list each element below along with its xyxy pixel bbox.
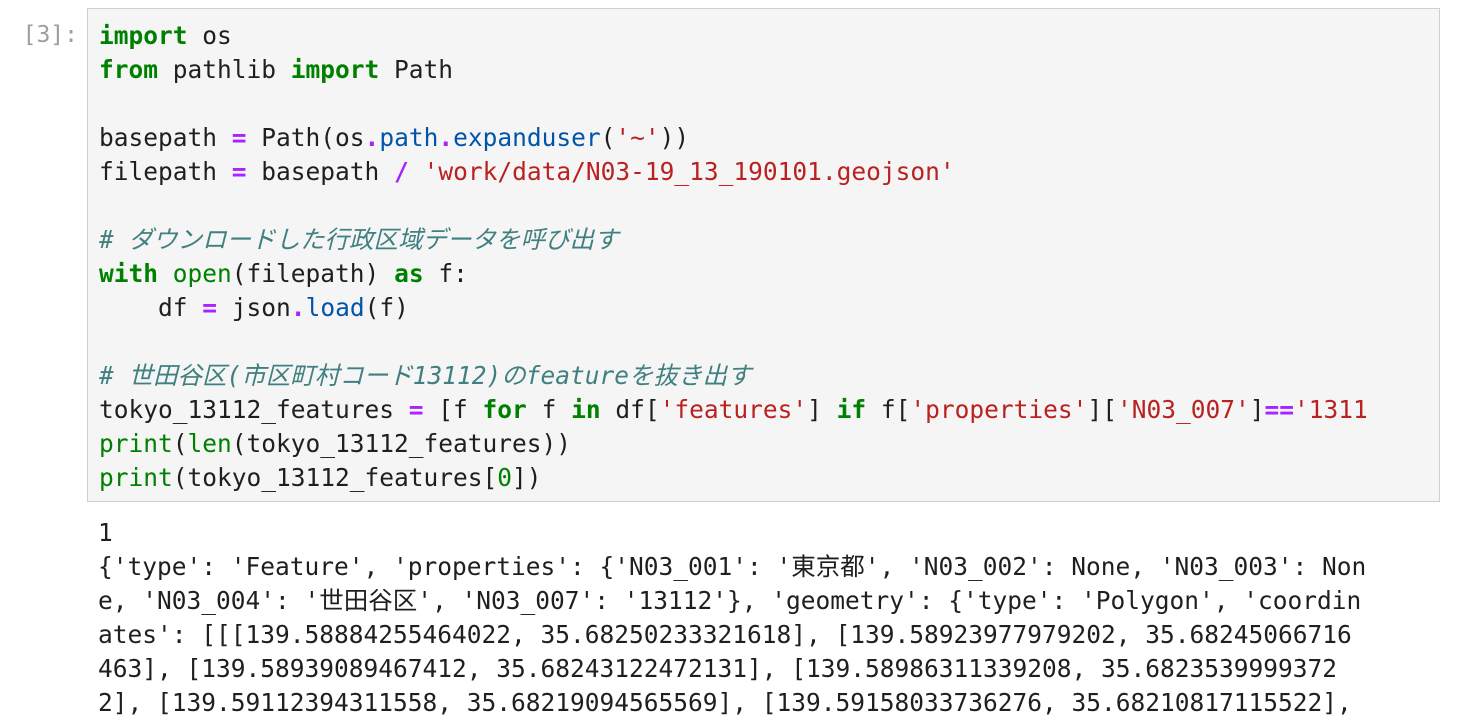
code-token: Path [379, 55, 454, 84]
code-token: ] [807, 395, 837, 424]
output-line: ates': [[[139.58884255464022, 35.6825023… [98, 620, 1352, 649]
code-token: # 世田谷区(市区町村コード13112)のfeatureを抜き出す [99, 361, 752, 390]
cell-prompt: [3]: [22, 22, 78, 48]
code-token: 'N03_007' [1116, 395, 1250, 424]
code-token: tokyo_13112_features [99, 395, 409, 424]
code-token: import [290, 55, 380, 84]
code-token: / [394, 157, 409, 186]
code-token: = [231, 157, 247, 186]
code-line: # ダウンロードした行政区域データを呼び出す [99, 223, 1368, 257]
code-token: . [290, 293, 306, 322]
code-token: Path(os [246, 123, 365, 152]
code-token: (f) [364, 293, 409, 322]
code-token: json [217, 293, 291, 322]
code-line: filepath = basepath / 'work/data/N03-19_… [99, 155, 1368, 189]
code-token: 'properties' [910, 395, 1088, 424]
code-token: 'work/data/N03-19_13_190101.geojson' [423, 157, 955, 186]
code-token: load [305, 293, 365, 322]
code-line [99, 189, 1368, 223]
code-token: = [231, 123, 247, 152]
code-token: basepath [99, 123, 232, 152]
code-token: basepath [246, 157, 395, 186]
code-token: ] [1249, 395, 1265, 424]
code-token [158, 259, 173, 288]
code-token: as [394, 259, 424, 288]
code-line: df = json.load(f) [99, 291, 1368, 325]
code-token: # ダウンロードした行政区域データを呼び出す [99, 225, 619, 254]
code-token: (tokyo_13112_features[ [172, 463, 498, 492]
code-token: df [99, 293, 203, 322]
code-token: df[ [600, 395, 660, 424]
code-line: # 世田谷区(市区町村コード13112)のfeatureを抜き出す [99, 359, 1368, 393]
code-token: (filepath) [231, 259, 395, 288]
code-line: tokyo_13112_features = [f for f in df['f… [99, 393, 1368, 427]
code-token: 'features' [659, 395, 808, 424]
code-token: expanduser [453, 123, 601, 152]
code-token: (tokyo_13112_features)) [231, 429, 572, 458]
code-token [409, 157, 424, 186]
code-token: ( [172, 429, 188, 458]
code-token: os [187, 21, 232, 50]
code-token: . [438, 123, 454, 152]
code-token: filepath [99, 157, 232, 186]
code-token: f[ [866, 395, 911, 424]
code-token: ][ [1087, 395, 1117, 424]
code-token: '1311 [1294, 395, 1368, 424]
code-token: import [99, 21, 188, 50]
code-line: with open(filepath) as f: [99, 257, 1368, 291]
output-line: 2], [139.59112394311558, 35.682190945655… [98, 688, 1352, 717]
output-line: e, 'N03_004': '世田谷区', 'N03_007': '13112'… [98, 586, 1362, 615]
code-line: print(len(tokyo_13112_features)) [99, 427, 1368, 461]
code-token: print [99, 463, 173, 492]
code-token: '~' [615, 123, 660, 152]
code-token: print [99, 429, 173, 458]
code-line: from pathlib import Path [99, 53, 1368, 87]
code-token: . [364, 123, 380, 152]
code-token: len [187, 429, 232, 458]
cell-output: 1 {'type': 'Feature', 'properties': {'N03… [98, 516, 1366, 720]
code-line: basepath = Path(os.path.expanduser('~')) [99, 121, 1368, 155]
code-token: from [99, 55, 159, 84]
code-token: f [526, 395, 572, 424]
code-token: for [482, 395, 527, 424]
output-line: {'type': 'Feature', 'properties': {'N03_… [98, 552, 1367, 581]
code-token: open [172, 259, 232, 288]
code-token: = [202, 293, 218, 322]
code-token: f: [423, 259, 468, 288]
code-token: ]) [512, 463, 542, 492]
code-token: with [99, 259, 159, 288]
code-token: )) [659, 123, 690, 152]
code-line [99, 325, 1368, 359]
code-token: ( [600, 123, 616, 152]
output-line: 463], [139.58939089467412, 35.6824312247… [98, 654, 1338, 683]
code-line [99, 87, 1368, 121]
code-token: [f [423, 395, 483, 424]
code-token: pathlib [158, 55, 291, 84]
code-line: print(tokyo_13112_features[0]) [99, 461, 1368, 495]
code-token: == [1264, 395, 1294, 424]
code-line: import os [99, 19, 1368, 53]
code-token: = [408, 395, 424, 424]
code-token: 0 [497, 463, 513, 492]
output-line: 1 [98, 518, 113, 547]
code-token: in [571, 395, 601, 424]
code-token: if [836, 395, 867, 424]
code-token: path [379, 123, 439, 152]
